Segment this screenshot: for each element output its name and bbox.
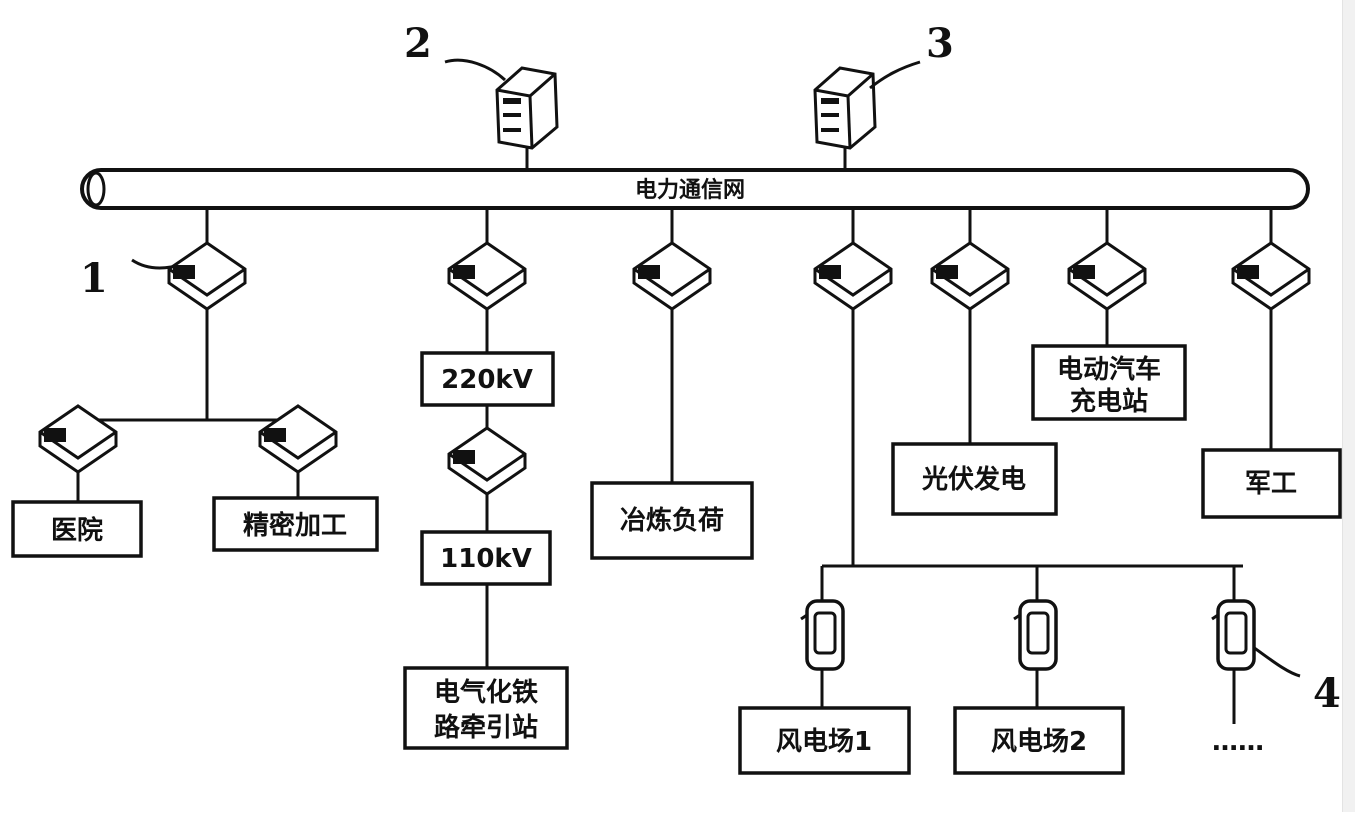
branch-medical-precision [76,309,300,502]
ev-label-line1: 电动汽车 [1057,354,1161,385]
leader-line-4 [1249,643,1301,678]
wind1-box [738,706,911,775]
wind2-box [953,706,1125,775]
pv-label: 光伏发电 [921,464,1026,495]
ev-label-line2: 充电站 [1070,386,1148,417]
communication-bus: 电力通信网 [80,168,1310,210]
server-3 [813,66,877,172]
node-device-pv [930,241,1010,311]
terminal-device-3 [1211,599,1256,671]
node-device-military [1231,241,1311,311]
marker-4: 4 [1313,670,1341,717]
terminal-device-1 [800,599,845,671]
marker-3: 3 [926,20,954,67]
node-device-precision [258,404,338,474]
precision-box [212,496,379,552]
kv220-box [420,351,555,407]
pv-box [891,442,1058,516]
railway-label-line2: 路牵引站 [434,712,538,743]
military-box [1201,448,1342,519]
railway-box [403,666,569,750]
node-device-medical [38,404,118,474]
smelting-label: 冶炼负荷 [620,506,724,536]
node-device-1 [167,241,247,311]
wind1-label: 风电场1 [776,727,872,757]
branch-wind [820,309,1243,724]
node-device-smelting [632,241,712,311]
kv220-label: 220kV [441,365,533,395]
node-device-110kv [447,426,527,496]
more-ellipsis: …… [1212,727,1264,757]
scrollbar[interactable] [1342,0,1355,812]
railway-label-line1: 电气化铁 [434,677,538,708]
node-device-ev [1067,241,1147,311]
node-device-wind [813,241,893,311]
server-2 [495,66,559,172]
bus-label: 电力通信网 [635,177,745,203]
terminal-device-2 [1013,599,1058,671]
leader-line-2 [444,58,507,82]
military-label: 军工 [1245,469,1297,499]
kv110-box [420,530,552,586]
marker-2: 2 [404,20,432,67]
smelting-box [590,481,754,560]
marker-1: 1 [80,255,108,302]
medical-label: 医院 [51,515,103,546]
ev-box [1031,344,1187,421]
medical-box [11,500,143,558]
precision-label: 精密加工 [243,510,347,541]
wind2-label: 风电场2 [991,727,1087,757]
leader-line-3 [869,60,921,90]
kv110-label: 110kV [440,544,532,574]
node-device-220kv [447,241,527,311]
bus-drops [205,208,1273,245]
